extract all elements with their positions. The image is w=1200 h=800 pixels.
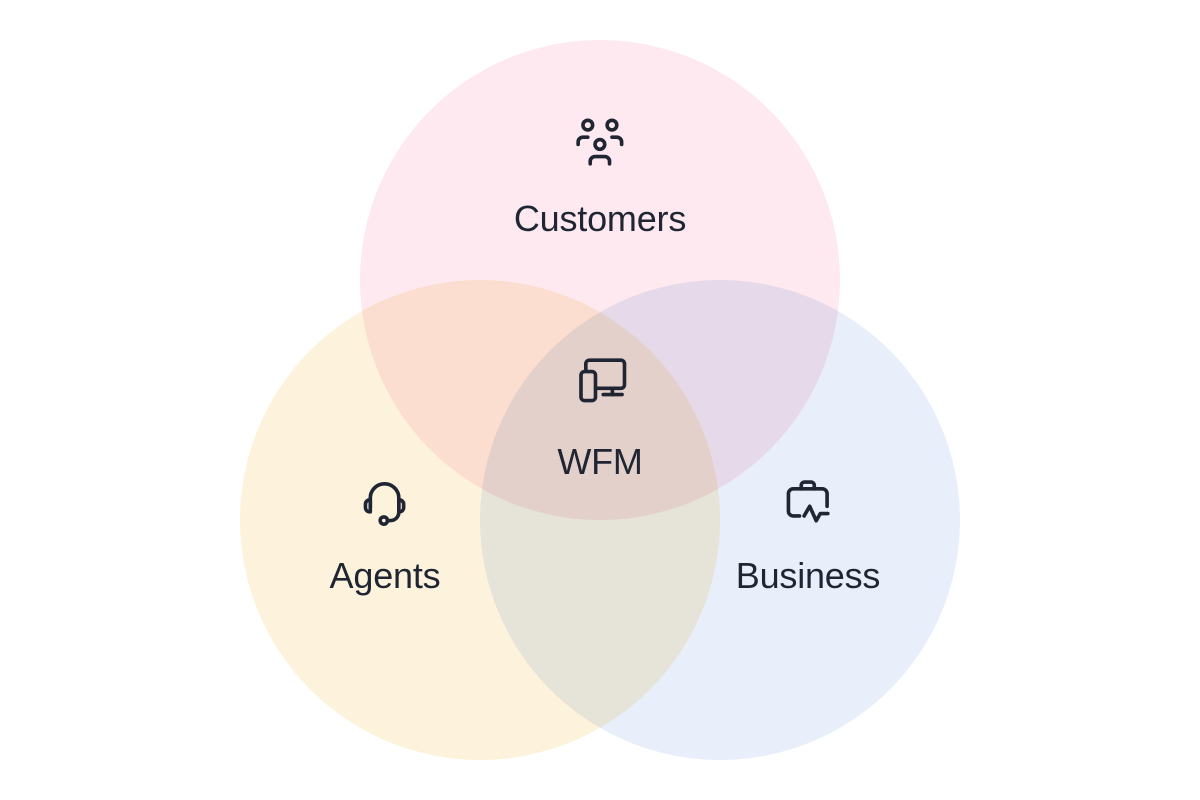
wfm-label: WFM — [557, 441, 643, 482]
customers-node: Customers — [514, 113, 686, 239]
devices-icon — [571, 352, 629, 410]
business-label: Business — [735, 555, 881, 596]
customers-label: Customers — [513, 198, 687, 239]
users-group-icon — [571, 113, 629, 171]
agents-label: Agents — [329, 555, 441, 596]
business-node: Business — [736, 470, 880, 596]
agents-node: Agents — [330, 470, 441, 596]
wfm-node: WFM — [557, 352, 643, 482]
briefcase-pulse-icon — [779, 470, 837, 528]
headset-icon — [356, 470, 414, 528]
business-circle — [480, 280, 960, 760]
